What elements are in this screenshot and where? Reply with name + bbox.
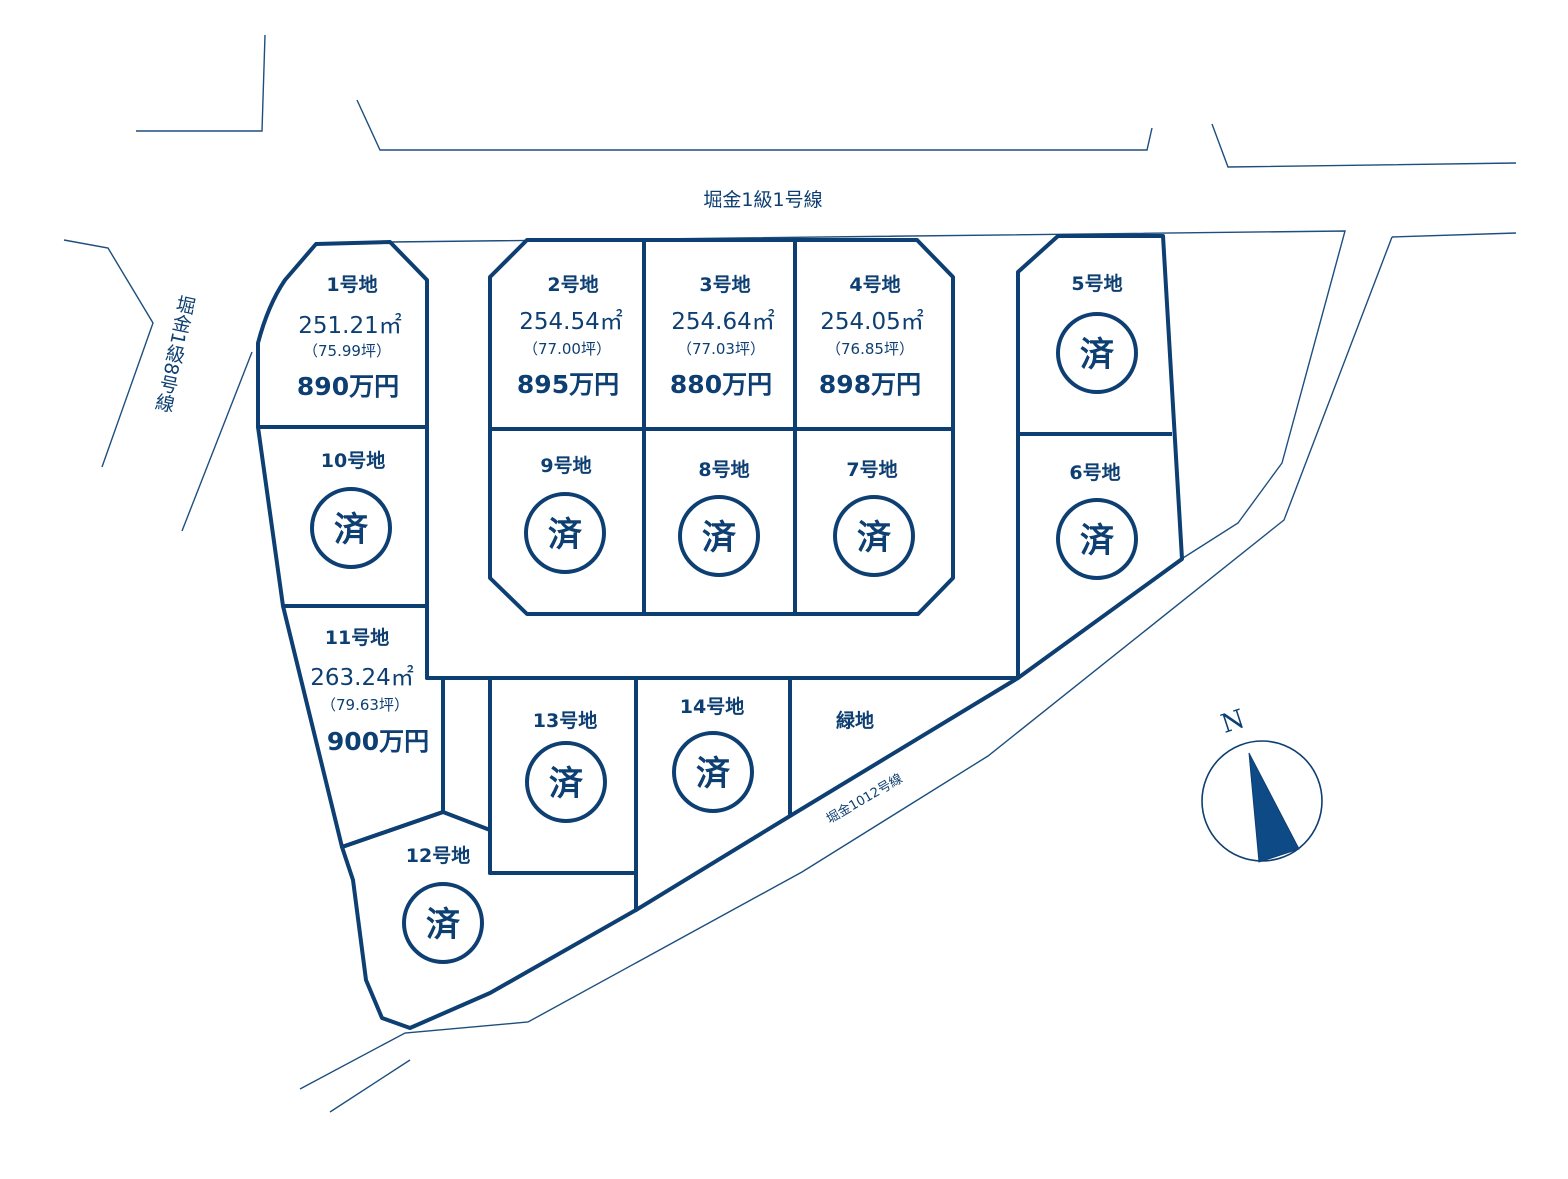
lot-11-price: 900万円 [327,727,429,756]
lot-6-sold-badge: 済 [1056,498,1138,580]
lot-labels: 1号地 2号地 3号地 4号地 5号地 6号地 7号地 8号地 9号地 10号地… [321,272,1123,867]
lot-1-label: 1号地 [326,273,377,296]
lot-4-details: 254.05㎡ （76.85坪） 898万円 [819,309,924,399]
lot-2-price: 895万円 [517,370,619,399]
svg-text:済: 済 [1080,335,1115,375]
lot-3-details: 254.64㎡ （77.03坪） 880万円 [670,309,775,399]
lot-13-label: 13号地 [533,709,597,732]
svg-text:済: 済 [696,754,731,794]
compass-needle-icon [1248,752,1300,863]
lot-9-sold-badge: 済 [524,492,606,574]
lot-1-tsubo: （75.99坪） [303,342,391,360]
svg-text:済: 済 [549,764,584,804]
lot-7-label: 7号地 [846,458,897,481]
lot-5-sold-badge: 済 [1056,312,1138,394]
lot-10-sold-badge: 済 [310,487,392,569]
svg-text:済: 済 [1080,521,1115,561]
compass-north-label: N [1218,704,1249,740]
lot-1-area: 251.21㎡ [298,313,401,339]
lot-3-price: 880万円 [670,370,772,399]
lot-6-label: 6号地 [1069,461,1120,484]
lot-11-area: 263.24㎡ [310,665,413,691]
lot-1-details: 251.21㎡ （75.99坪） 890万円 [297,313,402,401]
lot-3-area: 254.64㎡ [671,309,774,335]
sold-markers: 済 済 済 済 済 済 済 済 [310,312,1138,964]
lot-11-details: 263.24㎡ （79.63坪） 900万円 [310,665,429,756]
lot-2-label: 2号地 [547,273,598,296]
road-lines [63,34,1517,1113]
road-west-label: 堀金1級8号線 [151,293,197,414]
lot-8-sold-badge: 済 [678,495,760,577]
svg-text:済: 済 [426,905,461,945]
lot-4-area: 254.05㎡ [820,309,923,335]
lot-11-tsubo: （79.63坪） [321,696,409,714]
lot-14-sold-badge: 済 [672,731,754,813]
lot-3-label: 3号地 [699,273,750,296]
svg-text:済: 済 [548,515,583,555]
lot-4-label: 4号地 [849,273,900,296]
lot-12-sold-badge: 済 [402,882,484,964]
lot-1-price: 890万円 [297,372,399,401]
lot-4-price: 898万円 [819,370,921,399]
lot-11-label: 11号地 [325,626,389,649]
north-arrow: N [1201,704,1323,863]
svg-text:済: 済 [857,518,892,558]
lot-3-tsubo: （77.03坪） [677,340,765,358]
lot-13-sold-badge: 済 [525,741,607,823]
lot-2-tsubo: （77.00坪） [523,340,611,358]
lot-10-label: 10号地 [321,449,385,472]
lot-outlines [256,234,1184,1030]
lot-2-details: 254.54㎡ （77.00坪） 895万円 [517,309,623,399]
green-area-label: 緑地 [836,709,874,732]
lot-7-sold-badge: 済 [833,495,915,577]
lot-9-label: 9号地 [540,454,591,477]
lot-2-area: 254.54㎡ [519,309,622,335]
lot-4-tsubo: （76.85坪） [826,340,914,358]
svg-text:済: 済 [334,510,369,550]
lot-5-label: 5号地 [1071,272,1122,295]
road-southeast-label: 堀金1012号線 [824,771,906,827]
lot-8-label: 8号地 [698,458,749,481]
road-north-label: 堀金1級1号線 [703,189,822,211]
lot-12-label: 12号地 [406,844,470,867]
svg-text:済: 済 [702,518,737,558]
lot-14-label: 14号地 [680,695,744,718]
